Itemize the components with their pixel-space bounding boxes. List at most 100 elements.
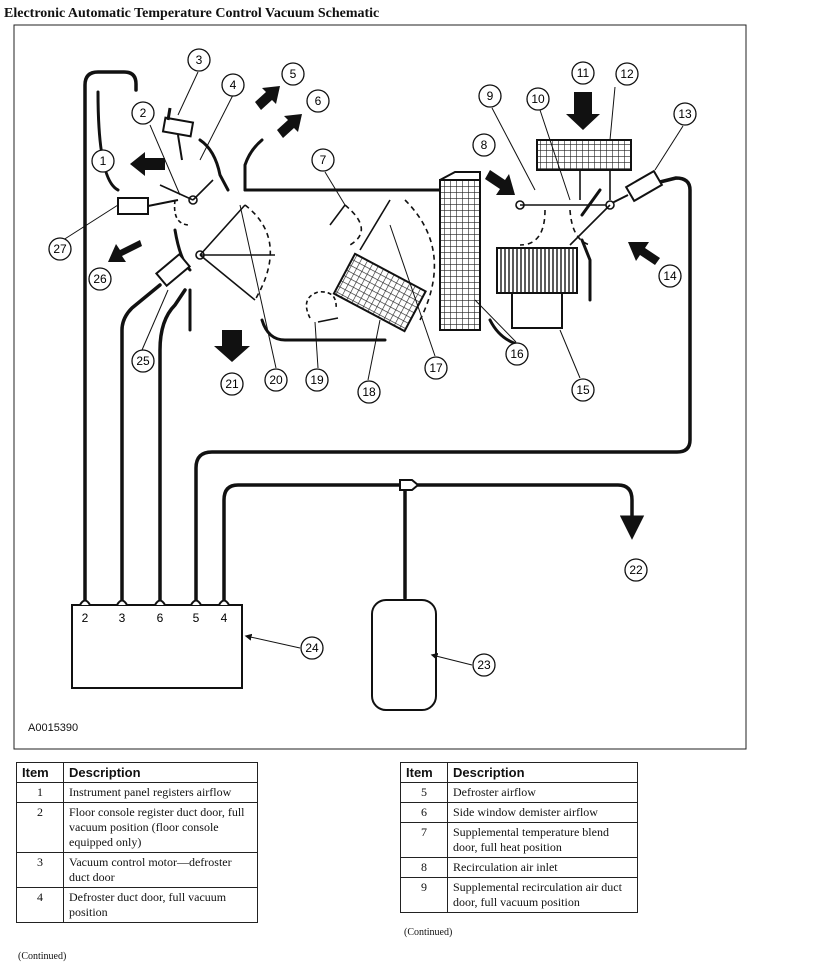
callout-circle: [357, 380, 381, 404]
callout-circle: [472, 653, 496, 677]
item-number: 6: [400, 802, 448, 823]
callout-circle: [305, 368, 329, 392]
plenum-outline: [96, 90, 602, 347]
vacuum-motor-25: [154, 252, 192, 288]
callout-number: 21: [225, 377, 239, 391]
table-row: 5 Defroster airflow: [400, 782, 638, 803]
callout-number: 6: [315, 94, 322, 108]
callout-circle: [221, 73, 245, 97]
callout-number: 25: [136, 354, 150, 368]
callout-circle: [658, 264, 682, 288]
table-row: 8 Recirculation air inlet: [400, 857, 638, 878]
callout-number: 26: [93, 272, 107, 286]
item-number: 3: [16, 852, 64, 888]
callout-circle: [48, 237, 72, 261]
legend-table-right: Item Description 5 Defroster airflow 6 S…: [400, 762, 638, 913]
item-description: Defroster airflow: [447, 782, 638, 803]
callout-circle: [673, 102, 697, 126]
table-header-row: Item Description: [400, 762, 638, 783]
item-description: Supplemental temperature blend door, ful…: [447, 822, 638, 858]
callout-circle: [505, 342, 529, 366]
blower-wheel: [496, 247, 578, 294]
table-row: 2 Floor console register duct door, full…: [16, 802, 258, 853]
column-header-description: Description: [63, 762, 258, 783]
control-module-24: [71, 604, 243, 689]
callout-number: 9: [487, 89, 494, 103]
callout-circle: [264, 368, 288, 392]
callout-number: 24: [305, 641, 319, 655]
item-description: Supplemental recirculation air duct door…: [447, 877, 638, 913]
callout-circle: [571, 61, 595, 85]
callout-circle: [526, 87, 550, 111]
port-labels: 2 3 6 5 4: [82, 611, 228, 625]
vacuum-hoses: [83, 70, 692, 602]
port-label: 4: [221, 611, 228, 625]
table-row: 1 Instrument panel registers airflow: [16, 782, 258, 803]
item-number: 4: [16, 887, 64, 923]
column-header-item: Item: [400, 762, 448, 783]
callout-circle: [624, 558, 648, 582]
item-number: 2: [16, 802, 64, 853]
callout-number: 18: [362, 385, 376, 399]
port-label: 2: [82, 611, 89, 625]
vacuum-motor-3: [161, 107, 195, 161]
callout-number: 11: [577, 66, 590, 80]
callout-circle: [424, 356, 448, 380]
legend-table-left: Item Description 1 Instrument panel regi…: [16, 762, 258, 923]
item-description: Floor console register duct door, full v…: [63, 802, 258, 853]
item-number: 1: [16, 782, 64, 803]
callout-number: 20: [269, 373, 283, 387]
doors: [159, 170, 615, 323]
item-number: 9: [400, 877, 448, 913]
column-header-item: Item: [16, 762, 64, 783]
airflow-arrows: [108, 86, 660, 362]
continued-note-left: (Continued): [18, 951, 67, 962]
vacuum-reservoir-23: [371, 599, 437, 711]
callout-circle: [311, 148, 335, 172]
callout-number: 12: [620, 67, 634, 81]
callout-circle: [131, 349, 155, 373]
check-valve: [399, 479, 420, 491]
blower-motor: [511, 292, 563, 329]
table-row: 3 Vacuum control motor—defroster duct do…: [16, 852, 258, 888]
callout-circle: [472, 133, 496, 157]
callout-number: 10: [531, 92, 545, 106]
callout-number: 1: [100, 154, 107, 168]
callout-number: 23: [477, 658, 491, 672]
callout-number: 22: [629, 563, 643, 577]
table-row: 6 Side window demister airflow: [400, 802, 638, 823]
callout-number: 14: [663, 269, 677, 283]
callout-number: 16: [510, 347, 524, 361]
leader-lines: [59, 71, 684, 666]
port-label: 6: [157, 611, 164, 625]
figure-frame: [13, 24, 747, 750]
port-nipples: [79, 599, 230, 606]
callout-number: 7: [320, 153, 327, 167]
table-header-row: Item Description: [16, 762, 258, 783]
figure-id: A0015390: [28, 722, 79, 734]
callout-circle: [88, 267, 112, 291]
table-row: 4 Defroster duct door, full vacuum posit…: [16, 887, 258, 923]
callout-number: 27: [53, 242, 67, 256]
item-description: Side window demister airflow: [447, 802, 638, 823]
callout-circle: [306, 89, 330, 113]
callout-circle: [300, 636, 324, 660]
callout-circle: [187, 48, 211, 72]
supplemental-heater-core: [332, 252, 427, 333]
callout-number: 3: [196, 53, 203, 67]
table-row: 9 Supplemental recirculation air duct do…: [400, 877, 638, 913]
recirc-filter: [536, 139, 632, 171]
callout-circle: [220, 372, 244, 396]
callout-circle: [571, 378, 595, 402]
item-description: Vacuum control motor—defroster duct door: [63, 852, 258, 888]
vacuum-motor-27: [117, 197, 179, 215]
callouts: [48, 48, 697, 677]
vacuum-motor-13: [607, 169, 664, 206]
callout-circle: [478, 84, 502, 108]
heater-core: [439, 179, 481, 331]
column-header-description: Description: [447, 762, 638, 783]
callout-circle: [131, 101, 155, 125]
callout-number: 17: [429, 361, 443, 375]
item-description: Recirculation air inlet: [447, 857, 638, 878]
